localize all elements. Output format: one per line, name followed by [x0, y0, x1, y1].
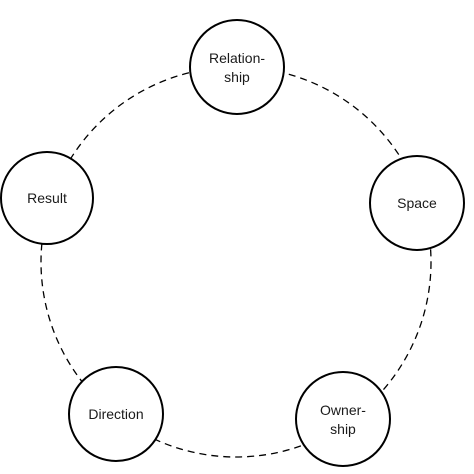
node-direction-label: Direction [88, 406, 143, 422]
node-ownership-label-line1: Owner- [320, 402, 366, 418]
node-relationship-label-line1: Relation- [209, 50, 265, 66]
node-relationship: Relation- ship [189, 19, 285, 115]
node-space: Space [369, 155, 465, 251]
node-ownership-circle [295, 371, 391, 467]
node-direction: Direction [68, 366, 164, 462]
node-direction-circle [68, 366, 164, 462]
node-ownership: Owner- ship [295, 371, 391, 467]
node-space-label: Space [397, 195, 437, 211]
node-relationship-circle [189, 19, 285, 115]
node-result-label: Result [27, 190, 67, 206]
node-relationship-label-line2: ship [224, 69, 250, 85]
node-result-circle [0, 151, 94, 245]
node-result: Result [0, 151, 94, 245]
node-space-circle [369, 155, 465, 251]
node-ownership-label-line2: ship [330, 421, 356, 437]
